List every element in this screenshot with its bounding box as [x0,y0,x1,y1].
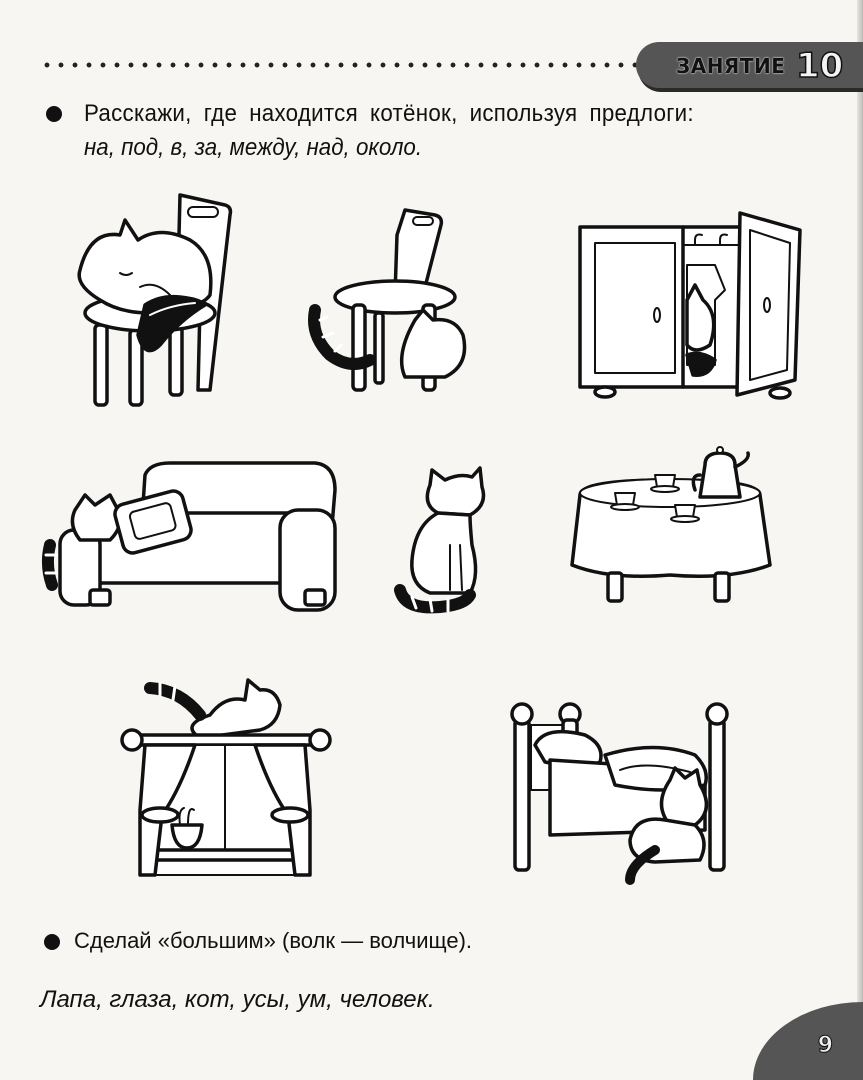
lesson-number: 10 [795,45,844,87]
illustration-cat-under-chair [305,205,485,395]
page-edge [857,0,863,1080]
task1-instruction: Расскажи, где находится котёнок, использ… [84,100,694,127]
page-number: 9 [817,1033,833,1059]
lesson-label: ЗАНЯТИЕ [676,54,786,78]
illustration-cat-behind-sofa [40,455,350,615]
bullet-icon [44,934,60,950]
illustration-cat-between [390,465,500,615]
illustration-cat-in-wardrobe [575,205,810,400]
task2-instruction: Сделай «большим» (волк — волчище). [74,928,473,953]
illustration-cat-on-chair [60,185,260,410]
dotted-rule [40,62,640,68]
bullet-icon [46,106,62,122]
page-corner [753,1002,863,1080]
task1-prepositions: на, под, в, за, между, над, около. [84,134,423,161]
illustration-cat-above-window [120,670,340,880]
task2-words: Лапа, глаза, кот, усы, ум, человек. [40,986,435,1013]
lesson-header-tab: ЗАНЯТИЕ 10 [636,42,863,88]
illustration-table-with-tea [570,445,780,605]
illustration-cat-near-bed [505,700,745,890]
